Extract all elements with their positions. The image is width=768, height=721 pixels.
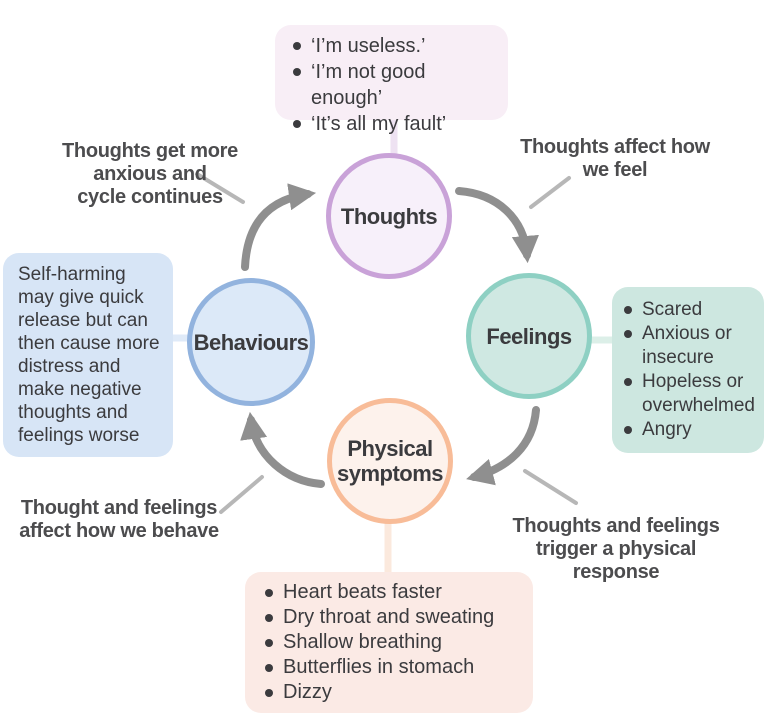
- bullet-icon: [624, 378, 632, 386]
- node-physical-label: Physical symptoms: [336, 436, 444, 486]
- callout-feelings: Scared Anxious or insecure Hopeless or o…: [612, 287, 764, 453]
- list-item: ‘I’m useless.’: [293, 33, 494, 59]
- physical-list: Heart beats faster Dry throat and sweati…: [265, 580, 521, 705]
- node-thoughts-label: Thoughts: [340, 203, 438, 229]
- node-feelings-label: Feelings: [486, 323, 572, 349]
- annotation-top-left: Thoughts get more anxious and cycle cont…: [61, 140, 238, 208]
- list-item: Shallow breathing: [265, 630, 521, 655]
- list-item: Scared: [624, 298, 756, 322]
- bullet-icon: [293, 120, 301, 128]
- node-thoughts: Thoughts: [326, 153, 452, 279]
- arrow-thoughts-to-feelings: [455, 187, 539, 264]
- bullet-icon: [265, 689, 273, 697]
- list-item: Butterflies in stomach: [265, 655, 521, 680]
- bullet-icon: [624, 426, 632, 434]
- pointer-line-bottom-right: [523, 469, 578, 505]
- list-item: ‘I’m not good enough’: [293, 59, 494, 111]
- node-feelings: Feelings: [466, 273, 592, 399]
- list-item: Heart beats faster: [265, 580, 521, 605]
- arrow-feelings-to-physical: [466, 406, 540, 486]
- arrow-physical-to-behaviours: [240, 411, 325, 488]
- bullet-icon: [624, 306, 632, 314]
- bullet-icon: [624, 330, 632, 338]
- annotation-bottom-right: Thoughts and feelings trigger a physical…: [512, 515, 720, 583]
- bullet-icon: [265, 589, 273, 597]
- list-item: ‘It’s all my fault’: [293, 111, 494, 137]
- bullet-icon: [265, 614, 273, 622]
- bullet-icon: [265, 664, 273, 672]
- list-item: Angry: [624, 418, 756, 442]
- node-physical: Physical symptoms: [327, 398, 453, 524]
- callout-behaviours: Self-harming may give quick release but …: [3, 253, 173, 457]
- bullet-icon: [293, 68, 301, 76]
- node-behaviours: Behaviours: [187, 278, 315, 406]
- list-item: Anxious or insecure: [624, 322, 756, 370]
- callout-thoughts: ‘I’m useless.’ ‘I’m not good enough’ ‘It…: [275, 25, 508, 135]
- node-behaviours-label: Behaviours: [193, 329, 309, 355]
- feelings-list: Scared Anxious or insecure Hopeless or o…: [624, 298, 756, 442]
- list-item: Dizzy: [265, 680, 521, 705]
- bullet-icon: [293, 42, 301, 50]
- bullet-icon: [265, 639, 273, 647]
- annotation-top-right: Thoughts affect how we feel: [520, 136, 710, 181]
- thoughts-list: ‘I’m useless.’ ‘I’m not good enough’ ‘It…: [293, 33, 494, 137]
- callout-physical: Heart beats faster Dry throat and sweati…: [245, 572, 533, 713]
- pointer-line-top-right: [529, 176, 571, 209]
- pointer-line-bottom-left: [219, 475, 264, 514]
- annotation-bottom-left: Thought and feelings affect how we behav…: [19, 497, 219, 542]
- list-item: Hopeless or overwhelmed: [624, 370, 756, 418]
- behaviours-text: Self-harming may give quick release but …: [18, 264, 160, 446]
- list-item: Dry throat and sweating: [265, 605, 521, 630]
